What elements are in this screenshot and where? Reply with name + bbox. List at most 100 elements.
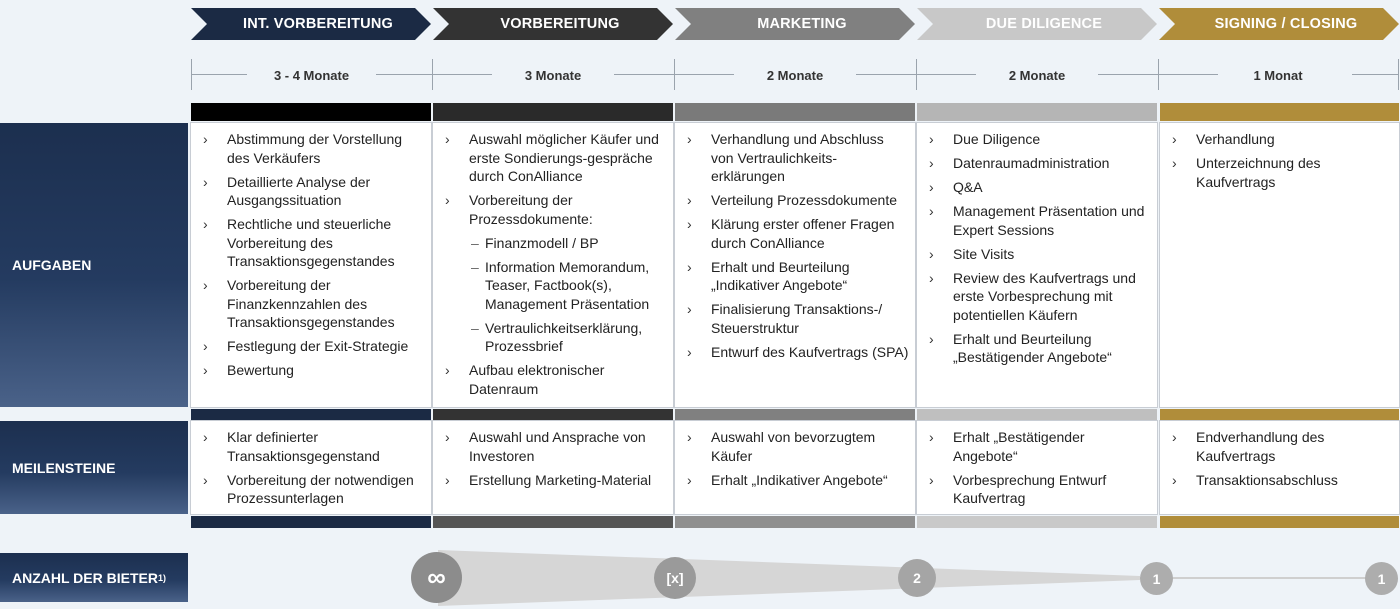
bieter-label: ANZAHL DER BIETER (12, 569, 158, 586)
row-label-meilensteine: MEILENSTEINE (0, 421, 188, 514)
list-item: Datenraumadministration (927, 154, 1151, 173)
list-item: Endverhandlung des Kaufvertrags (1170, 428, 1393, 465)
bidder-circle-1b: 1 (1365, 562, 1398, 595)
phase-chevron-4: DUE DILIGENCE (917, 8, 1157, 40)
list-subitem: Information Memorandum, Teaser, Factbook… (443, 258, 667, 314)
duration-tick (1398, 59, 1399, 90)
list-item: Verhandlung und Abschluss von Vertraulic… (685, 130, 909, 186)
bidder-circle-2: 2 (898, 559, 936, 597)
list-item: Erhalt und Beurteilung „Bestätigender An… (927, 330, 1151, 367)
duration-line (856, 74, 916, 75)
list-item: Vorbereitung der Prozessdokumente: (443, 191, 667, 228)
list-item: Erhalt „Indikativer Angebote“ (685, 471, 909, 490)
list-subitem: Finanzmodell / BP (443, 234, 667, 253)
phase-title-1: INT. VORBEREITUNG (242, 16, 394, 32)
phase-bar-top-4 (917, 103, 1157, 121)
duration-line (1158, 74, 1218, 75)
phase-bar-bottom-1 (191, 516, 431, 528)
list-item: Site Visits (927, 245, 1151, 264)
phase-bar-top-2 (433, 103, 673, 121)
bidder-count: 2 (913, 570, 921, 586)
bidder-count: 1 (1152, 570, 1161, 587)
duration-label-5: 1 Monat (1253, 67, 1303, 83)
aufgaben-box-1: Abstimmung der Vorstellung des Verkäufer… (191, 123, 431, 407)
list-item: Auswahl möglicher Käufer und erste Sondi… (443, 130, 667, 186)
list-item: Verhandlung (1170, 130, 1393, 149)
list-item: Abstimmung der Vorstellung des Verkäufer… (201, 130, 425, 167)
bidder-circle-x: [x] (654, 557, 696, 599)
list-item: Review des Kaufvertrags und erste Vorbes… (927, 269, 1151, 325)
phase-bar-top-3 (675, 103, 915, 121)
phase-title-4: DUE DILIGENCE (985, 16, 1103, 32)
phase-chevron-5: SIGNING / CLOSING (1159, 8, 1399, 40)
phase-bar-top-1 (191, 103, 431, 121)
list-item: Transaktionsabschluss (1170, 471, 1393, 490)
list-item: Due Diligence (927, 130, 1151, 149)
phase-title-2: VORBEREITUNG (500, 16, 620, 32)
list-item: Unterzeichnung des Kaufvertrags (1170, 154, 1393, 191)
list-item: Detaillierte Analyse der Ausgangssituati… (201, 173, 425, 210)
duration-line (376, 74, 432, 75)
list-item: Aufbau elektronischer Datenraum (443, 361, 667, 398)
list-item: Rechtliche und steuerliche Vorbereitung … (201, 215, 425, 271)
phase-chevron-3: MARKETING (675, 8, 915, 40)
list-item: Erhalt „Bestätigender Angebote“ (927, 428, 1151, 465)
aufgaben-box-3: Verhandlung und Abschluss von Vertraulic… (675, 123, 915, 407)
list-item: Auswahl und Ansprache von Investoren (443, 428, 667, 465)
list-item: Finalisierung Transaktions-/ Steuerstruk… (685, 300, 909, 337)
bidder-count: [x] (666, 570, 684, 586)
phase-bar-bottom-4 (917, 516, 1157, 528)
phase-bar-bottom-5 (1160, 516, 1399, 528)
list-item: Verteilung Prozessdokumente (685, 191, 909, 210)
list-item: Festlegung der Exit-Strategie (201, 337, 425, 356)
aufgaben-label: AUFGABEN (12, 257, 92, 273)
duration-label-2: 3 Monate (524, 67, 582, 83)
list-item: Entwurf des Kaufvertrags (SPA) (685, 343, 909, 362)
phase-bar-mid-3 (675, 409, 915, 420)
list-item: Vorbesprechung Entwurf Kaufvertrag (927, 471, 1151, 508)
phase-title-5: SIGNING / CLOSING (1214, 16, 1358, 32)
phase-title-3: MARKETING (757, 16, 847, 32)
bieter-footnote: 1) (157, 572, 166, 583)
list-item: Q&A (927, 178, 1151, 197)
list-subitem: Vertraulichkeitserklärung, Prozessbrief (443, 319, 667, 356)
meilensteine-box-5: Endverhandlung des Kaufvertrags Transakt… (1160, 421, 1399, 514)
duration-line (916, 74, 976, 75)
meilensteine-box-1: Klar definierter Transaktionsgegenstand … (191, 421, 431, 514)
row-label-aufgaben: AUFGABEN (0, 123, 188, 407)
list-item: Erhalt und Beurteilung „Indikativer Ange… (685, 258, 909, 295)
list-item: Vorbereitung der Finanzkennzahlen des Tr… (201, 276, 425, 332)
list-item: Klärung erster offener Fragen durch ConA… (685, 215, 909, 252)
duration-label-3: 2 Monate (766, 67, 824, 83)
duration-label-1: 3 - 4 Monate (273, 67, 350, 83)
duration-line (432, 74, 492, 75)
duration-line (1098, 74, 1158, 75)
phase-bar-mid-4 (917, 409, 1157, 420)
aufgaben-box-2: Auswahl möglicher Käufer und erste Sondi… (433, 123, 673, 407)
duration-label-4: 2 Monate (1008, 67, 1066, 83)
meilensteine-box-3: Auswahl von bevorzugtem Käufer Erhalt „I… (675, 421, 915, 514)
funnel-shape (438, 550, 1140, 606)
duration-line (674, 74, 734, 75)
phase-bar-bottom-3 (675, 516, 915, 528)
bidder-count: ∞ (427, 562, 446, 592)
phase-bar-bottom-2 (433, 516, 673, 528)
meilensteine-box-2: Auswahl und Ansprache von Investoren Ers… (433, 421, 673, 514)
phase-bar-mid-5 (1160, 409, 1399, 420)
list-item: Auswahl von bevorzugtem Käufer (685, 428, 909, 465)
phase-bar-mid-2 (433, 409, 673, 420)
duration-line (614, 74, 674, 75)
bidder-circle-1a: 1 (1140, 562, 1173, 595)
duration-line (191, 74, 247, 75)
phase-bar-top-5 (1160, 103, 1399, 121)
meilensteine-label: MEILENSTEINE (12, 459, 116, 476)
meilensteine-box-4: Erhalt „Bestätigender Angebote“ Vorbespr… (917, 421, 1157, 514)
list-item: Klar definierter Transaktionsgegenstand (201, 428, 425, 465)
aufgaben-box-5: Verhandlung Unterzeichnung des Kaufvertr… (1160, 123, 1399, 407)
list-item: Vorbereitung der notwendigen Prozessunte… (201, 471, 425, 508)
phase-bar-mid-1 (191, 409, 431, 420)
bidder-circle-infinity: ∞ (411, 552, 462, 603)
list-item: Management Präsentation und Expert Sessi… (927, 202, 1151, 239)
phase-chevron-2: VORBEREITUNG (433, 8, 673, 40)
